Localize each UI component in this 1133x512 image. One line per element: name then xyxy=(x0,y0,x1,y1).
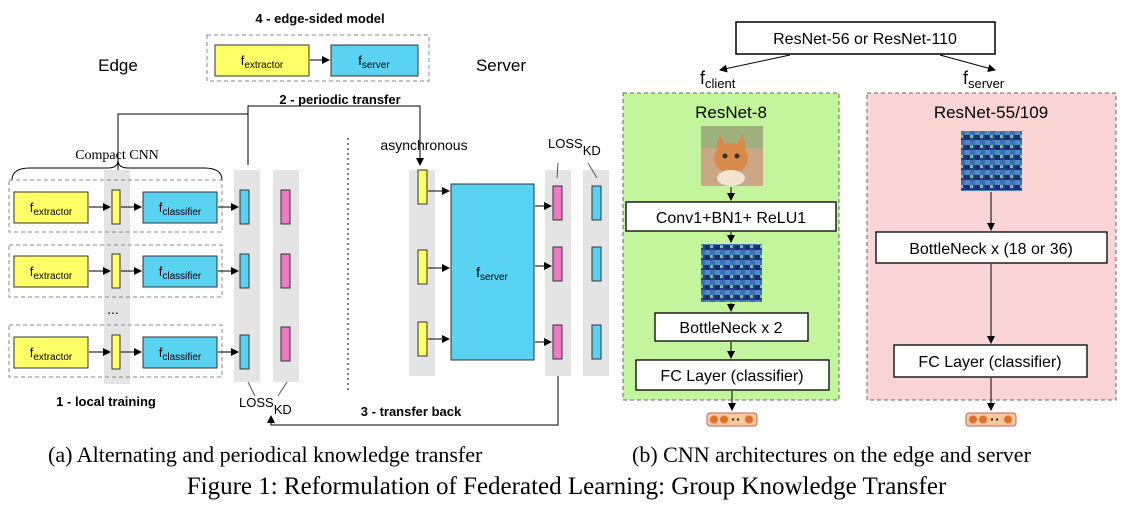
svg-text:fextractor: fextractor xyxy=(30,200,73,218)
edge-logit-bar xyxy=(239,189,250,225)
client-title: ResNet-8 xyxy=(695,103,767,122)
svg-text:fextractor: fextractor xyxy=(241,53,284,71)
svg-text:fclassifier: fclassifier xyxy=(159,345,202,363)
svg-text:BottleNeck x (18 or 36): BottleNeck x (18 or 36) xyxy=(909,241,1073,258)
figure-caption: Figure 1: Reformulation of Federated Lea… xyxy=(186,473,947,500)
client-classifier-box xyxy=(142,336,218,369)
edge-kd-bar xyxy=(280,326,291,362)
svg-text:FC Layer (classifier): FC Layer (classifier) xyxy=(660,368,803,385)
feature-bar xyxy=(111,253,121,289)
server-label: Server xyxy=(476,56,526,75)
periodic-transfer-arrow xyxy=(247,105,424,166)
feature-bar xyxy=(111,189,121,225)
client-fc-box xyxy=(635,359,830,391)
resnet-top-box xyxy=(735,21,996,55)
svg-text:BottleNeck x 2: BottleNeck x 2 xyxy=(679,320,782,337)
conv-box xyxy=(625,201,837,232)
server-logit-bar xyxy=(552,185,563,221)
edge-kd-bar xyxy=(280,189,291,225)
svg-text:fclassifier: fclassifier xyxy=(159,200,202,218)
edge-loss-kd-label: LOSSKD xyxy=(239,395,292,417)
svg-text:fserver: fserver xyxy=(358,53,390,71)
panel-b: ResNet-56 or ResNet-110 fclient fserver … xyxy=(622,21,1117,427)
edge-sided-extractor-box xyxy=(214,44,310,77)
edge-logit-bar xyxy=(239,253,250,289)
caption-b: (b) CNN architectures on the edge and se… xyxy=(632,442,1031,467)
client-bottleneck-box xyxy=(654,312,809,342)
asynchronous-label: asynchronous xyxy=(380,137,467,153)
compact-cnn-label: Compact CNN xyxy=(75,148,159,163)
server-bottleneck-box xyxy=(875,231,1108,264)
edge-kd-bar xyxy=(280,253,291,289)
svg-text:fclassifier: fclassifier xyxy=(159,264,202,282)
server-kd-bar xyxy=(591,185,602,221)
client-extractor-box xyxy=(13,191,89,224)
compact-cnn-brace xyxy=(11,159,223,181)
svg-text:fextractor: fextractor xyxy=(30,345,73,363)
server-feature-map xyxy=(961,131,1022,191)
periodic-transfer-line-left xyxy=(117,113,249,170)
client-classifier-box xyxy=(142,255,218,288)
server-kd-bar xyxy=(591,246,602,282)
kitten-image xyxy=(701,126,763,186)
caption-a: (a) Alternating and periodical knowledge… xyxy=(48,442,483,467)
svg-text:fserver: fserver xyxy=(476,264,508,283)
f-server-label-b: fserver xyxy=(963,68,1005,91)
server-logit-bar xyxy=(552,246,563,282)
svg-text:ResNet-56 or ResNet-110: ResNet-56 or ResNet-110 xyxy=(773,31,957,48)
panel-a: Edge Server 4 - edge-sided model fextrac… xyxy=(8,11,609,426)
server-output-vector xyxy=(965,412,1017,427)
server-loss-kd-label: LOSSKD xyxy=(548,136,601,158)
client-row-3: fextractor fclassifier xyxy=(8,324,291,378)
client-extractor-box xyxy=(13,255,89,288)
server-kd-bar xyxy=(591,324,602,360)
periodic-transfer-label: 2 - periodic transfer xyxy=(279,92,400,107)
edge-sided-model-box xyxy=(206,34,430,82)
client-output-vector xyxy=(706,412,758,427)
feature-bar xyxy=(111,334,121,370)
local-training-label: 1 - local training xyxy=(56,394,156,409)
server-logit-bar xyxy=(552,324,563,360)
f-server-box xyxy=(450,183,535,361)
server-input-bar xyxy=(417,249,428,285)
client-feature-map xyxy=(701,244,762,302)
edge-sided-server-box xyxy=(330,44,419,77)
server-title: ResNet-55/109 xyxy=(934,103,1048,122)
client-classifier-box xyxy=(142,191,218,224)
edge-sided-model-title: 4 - edge-sided model xyxy=(255,11,384,26)
client-row-2: fextractor fclassifier xyxy=(8,244,291,298)
client-row-1: fextractor fclassifier xyxy=(8,179,291,233)
transfer-back-label: 3 - transfer back xyxy=(361,404,462,419)
svg-text:FC Layer (classifier): FC Layer (classifier) xyxy=(918,354,1061,371)
edge-label: Edge xyxy=(98,56,138,75)
client-extractor-box xyxy=(13,336,89,369)
svg-text:Conv1+BN1+ ReLU1: Conv1+BN1+ ReLU1 xyxy=(656,210,806,227)
server-input-bar xyxy=(417,321,428,357)
server-fc-box xyxy=(893,344,1088,378)
f-client-label: fclient xyxy=(700,68,736,91)
transfer-back-arrow xyxy=(267,376,559,426)
svg-text:fextractor: fextractor xyxy=(30,264,73,282)
server-input-bar xyxy=(417,169,428,205)
edge-logit-bar xyxy=(239,334,250,370)
ellipsis: ... xyxy=(107,301,119,317)
